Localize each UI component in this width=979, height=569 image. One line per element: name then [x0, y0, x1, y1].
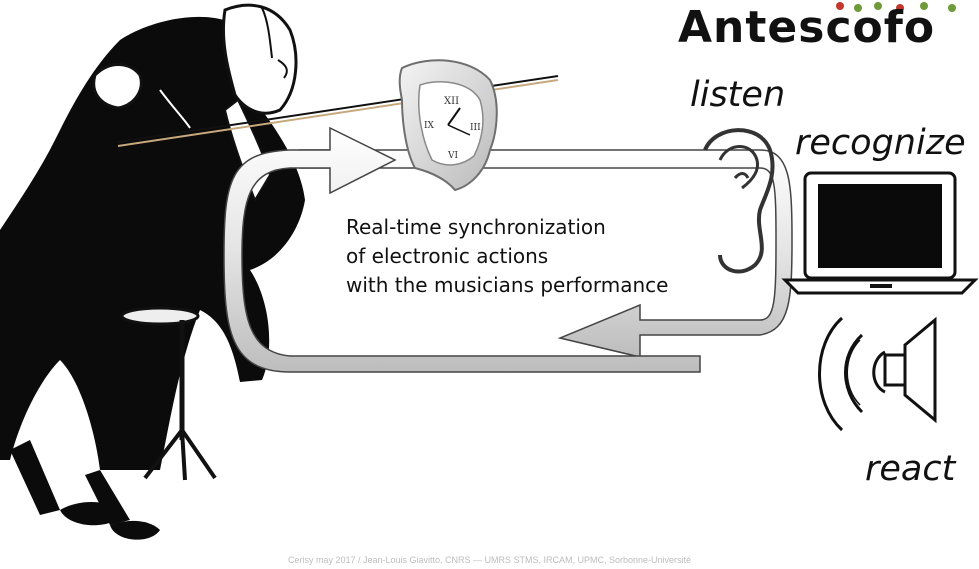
footer-credit: Cerisy may 2017 / Jean-Louis Giavitto, C… [287, 555, 692, 565]
laptop-icon [781, 171, 979, 295]
label-react: react [865, 449, 956, 489]
message-line-1: Real-time synchronization [346, 215, 606, 239]
logo-leaves [836, 2, 956, 12]
antescofo-logo: Antescofo [678, 0, 978, 62]
melting-clock: XII III VI IX [398, 59, 498, 192]
svg-text:VI: VI [447, 151, 458, 161]
label-recognize: recognize [795, 123, 966, 163]
speaker-icon [818, 316, 937, 432]
violinist-illustration [0, 3, 305, 540]
label-listen: listen [690, 75, 786, 115]
synchronization-message: Real-time synchronization of electronic … [346, 213, 668, 300]
svg-text:III: III [470, 123, 481, 133]
stool [120, 306, 217, 481]
svg-text:IX: IX [424, 121, 435, 131]
message-line-3: with the musicians performance [346, 273, 669, 297]
message-line-2: of electronic actions [346, 244, 549, 268]
ear-icon [703, 128, 775, 274]
logo-text: Antescofo [678, 2, 936, 53]
svg-text:XII: XII [444, 96, 459, 107]
cycle-arrows [223, 126, 793, 373]
